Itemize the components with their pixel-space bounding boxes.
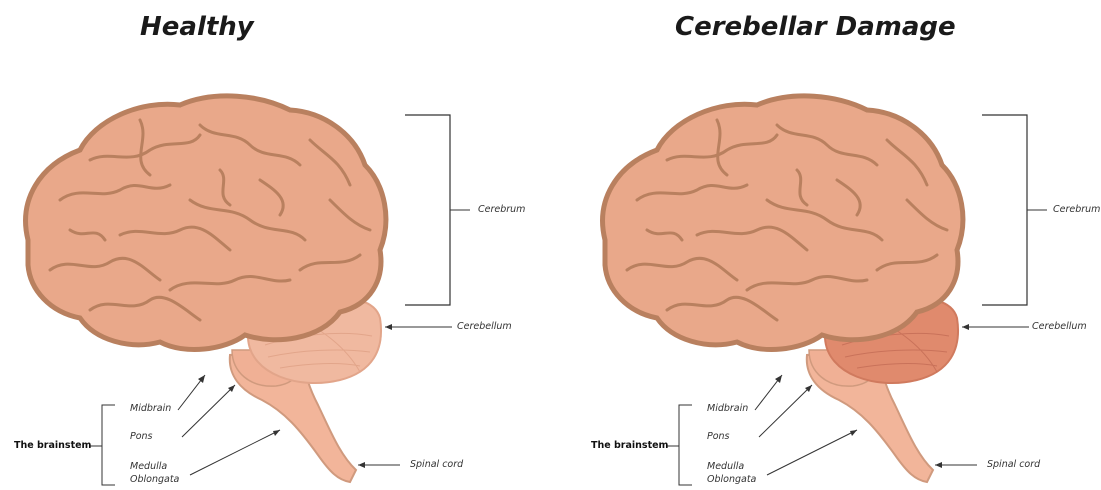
label-cerebrum: Cerebrum	[1053, 204, 1100, 215]
label-medulla: Medulla	[707, 461, 744, 472]
label-oblongata: Oblongata	[707, 474, 756, 485]
label-pons: Pons	[707, 431, 730, 442]
label-spinal-cord: Spinal cord	[987, 459, 1040, 470]
label-midbrain: Midbrain	[707, 403, 748, 414]
label-cerebellum: Cerebellum	[1032, 321, 1087, 332]
label-brainstem: The brainstem	[591, 440, 668, 451]
cerebrum-shape	[603, 96, 963, 350]
